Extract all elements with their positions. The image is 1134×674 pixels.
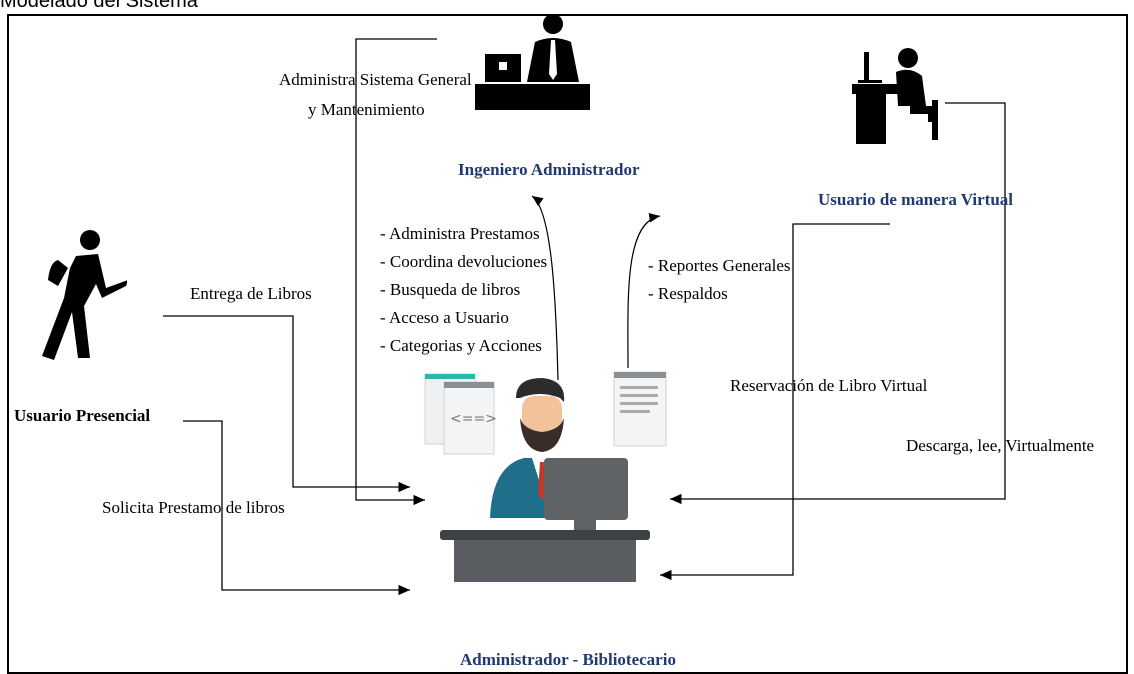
role-librarian-title: Administrador - Bibliotecario [460,650,676,669]
list-item: - Reportes Generales [648,256,791,275]
person-at-desk-icon [475,14,590,110]
list-item: - Coordina devoluciones [380,252,548,271]
role-engineer-title: Ingeniero Administrador [458,160,640,179]
label-entrega-de-libros: Entrega de Libros [190,284,312,303]
librarian-at-computer-icon: <==> [424,371,667,582]
list-item: - Respaldos [648,284,728,303]
svg-text:<==>: <==> [450,411,497,427]
walking-person-icon [42,230,127,360]
label-descarga-virtual: Descarga, lee, Virtualmente [906,436,1095,455]
label-admin-system-line1: Administra Sistema General [279,70,472,89]
librarian-tasks-list: - Administra Prestamos - Coordina devolu… [380,220,547,360]
line-descarga-virtual [670,102,1006,505]
diagram-top-title: Modelado del Sistema [0,0,198,12]
list-item: - Administra Prestamos [380,224,540,243]
role-presencial-user-title: Usuario Presencial [14,406,151,425]
list-item: - Busqueda de libros [380,280,521,299]
curve-arrow-to-reports [627,213,661,369]
label-reservacion-libro-virtual: Reservación de Libro Virtual [730,376,928,395]
engineer-tasks-list: - Reportes Generales - Respaldos [648,252,791,308]
curve-arrow-to-engineer [531,195,559,381]
line-entrega-de-libros [163,315,410,493]
list-item: - Acceso a Usuario [380,308,509,327]
list-item: - Categorias y Acciones [380,336,542,355]
label-admin-system-line2: y Mantenimiento [308,100,425,119]
line-reservacion [660,223,890,581]
person-at-computer-icon [852,48,938,144]
line-engineer-to-librarian [355,38,437,506]
line-usuario-presencial [183,420,410,596]
label-solicita-prestamo: Solicita Prestamo de libros [102,498,285,517]
role-virtual-user-title: Usuario de manera Virtual [818,190,1014,209]
